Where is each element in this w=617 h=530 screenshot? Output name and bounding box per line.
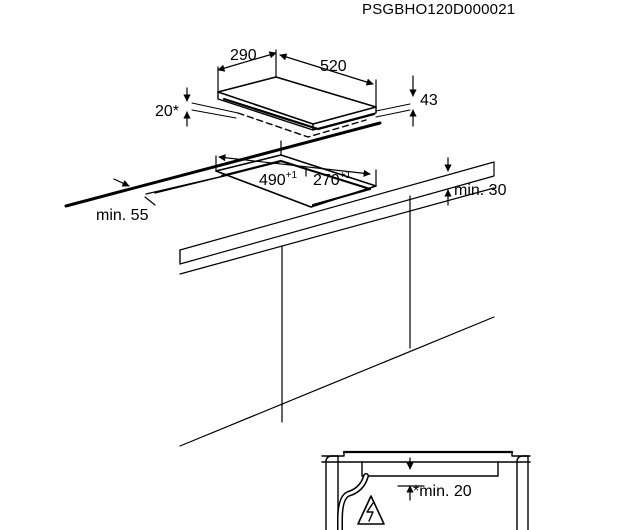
reference-code: PSGBHO120D000021 — [362, 1, 516, 18]
label-min-20: *min. 20 — [413, 483, 472, 500]
label-270-value: 270 — [313, 172, 340, 189]
label-490-tolerance: +1 — [285, 170, 298, 181]
inset-detail — [321, 450, 531, 530]
label-20: 20* — [155, 103, 180, 120]
label-290: 290 — [230, 47, 257, 64]
worktop-cutout — [215, 140, 377, 208]
label-490-value: 490 — [259, 172, 286, 189]
dimension-min-55 — [113, 174, 229, 206]
label-270: 270+1 — [313, 170, 352, 189]
hob-unit — [191, 76, 411, 138]
dimension-290 — [217, 49, 277, 93]
label-min-55: min. 55 — [96, 207, 149, 224]
label-520: 520 — [320, 58, 347, 75]
kitchen-cabinet — [179, 187, 495, 447]
label-490: 490+1 — [259, 170, 298, 189]
electrical-warning-icon — [357, 495, 385, 525]
worktop — [64, 121, 495, 265]
label-43: 43 — [420, 92, 438, 109]
label-270-tolerance: +1 — [339, 170, 352, 181]
label-min-30: min. 30 — [454, 182, 507, 199]
dimension-520 — [279, 53, 377, 108]
